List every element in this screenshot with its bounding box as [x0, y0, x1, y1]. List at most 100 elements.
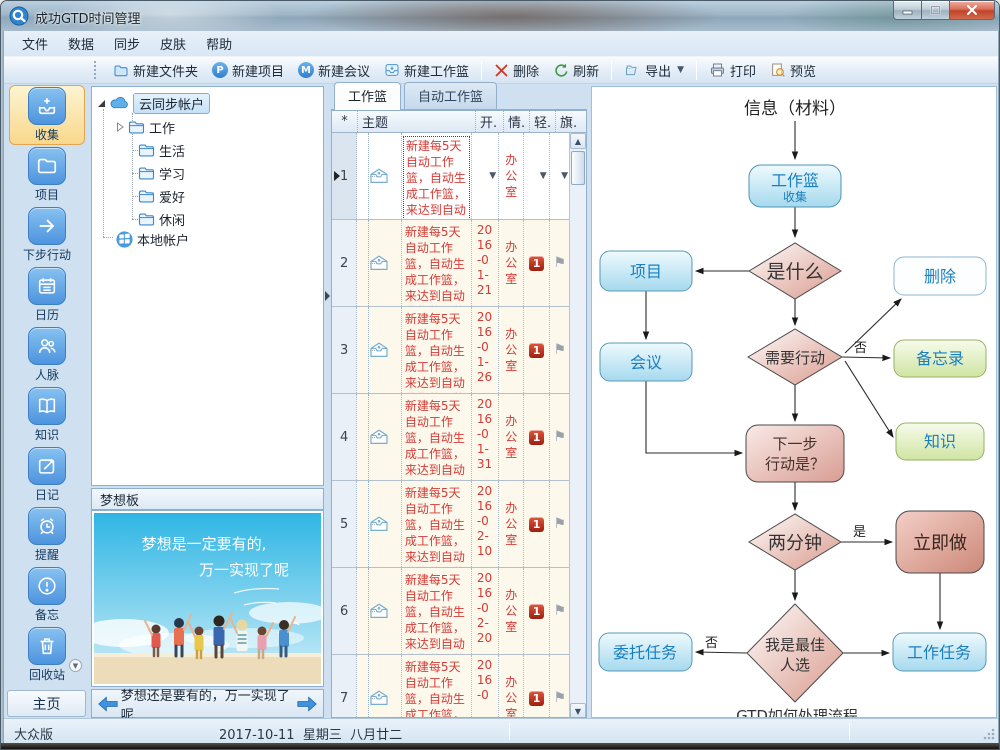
- table-row[interactable]: 3 新建每5天自动工作篮，自动生成工作篮，来达到自动收集的目的 2016-01-…: [332, 307, 570, 394]
- task-context-cell[interactable]: 办公室: [499, 568, 525, 654]
- task-priority-cell[interactable]: 1▼: [524, 220, 550, 306]
- task-subject[interactable]: 新建每5天自动工作篮，自动生成工作篮，来达到自动收集的目的: [404, 486, 465, 567]
- task-start-date-cell[interactable]: 2016-01-26▼: [472, 307, 500, 393]
- close-button[interactable]: [950, 1, 995, 20]
- splitter-collapse-arrow[interactable]: [325, 291, 330, 301]
- task-priority-cell[interactable]: 1▼: [524, 394, 550, 480]
- task-start-date-cell[interactable]: 2016-01-21▼: [472, 220, 500, 306]
- tree-node-local-account[interactable]: 本地帐户: [116, 229, 189, 249]
- menu-help[interactable]: 帮助: [206, 38, 233, 53]
- task-flag-cell[interactable]: ⚑▼: [550, 220, 570, 306]
- menu-skin[interactable]: 皮肤: [160, 38, 187, 53]
- tab-auto-work-basket[interactable]: 自动工作篮: [404, 82, 498, 109]
- task-start-date-cell[interactable]: 2016-0▼: [472, 655, 500, 717]
- task-flag-cell[interactable]: ⚑▼: [550, 307, 570, 393]
- dropdown-caret-icon[interactable]: ▼: [561, 171, 569, 181]
- task-context-cell[interactable]: 办公室: [499, 307, 525, 393]
- sidebar-item-recycle-bin[interactable]: 回收站 ▼: [9, 625, 85, 685]
- table-row[interactable]: 1 新建每5天自动工作篮，自动生成工作篮，来达到自动收集的目的 ▼ 办公室 ▼ …: [332, 133, 570, 220]
- task-flag-cell[interactable]: ⚑▼: [550, 481, 570, 567]
- task-subject[interactable]: 新建每5天自动工作篮，自动生成工作篮，来达到自动收集的目的: [404, 312, 465, 393]
- tree-node-work[interactable]: 工作: [116, 117, 175, 137]
- table-row[interactable]: 4 新建每5天自动工作篮，自动生成工作篮，来达到自动收集的目的 2016-01-…: [332, 394, 570, 481]
- resize-grip[interactable]: [983, 728, 995, 740]
- task-context-cell[interactable]: 办公室: [499, 481, 525, 567]
- vertical-splitter[interactable]: [325, 86, 331, 718]
- sidebar-item-contacts[interactable]: 人脉: [9, 325, 85, 385]
- sidebar-item-knowledge[interactable]: 知识: [9, 385, 85, 445]
- menu-data[interactable]: 数据: [68, 38, 95, 53]
- table-row[interactable]: 6 新建每5天自动工作篮，自动生成工作篮，来达到自动收集的目的 2016-02-…: [332, 568, 570, 655]
- toolbar-grip[interactable]: [94, 61, 98, 79]
- minimize-button[interactable]: [893, 1, 922, 20]
- next-dream-button[interactable]: [294, 693, 319, 715]
- dropdown-caret-icon[interactable]: ▼: [489, 171, 497, 181]
- delete-button[interactable]: 删除: [487, 58, 546, 83]
- task-start-date-cell[interactable]: 2016-02-10▼: [472, 481, 500, 567]
- tree-node-leisure[interactable]: 休闲: [138, 209, 185, 229]
- col-header-flag[interactable]: 旗.: [560, 116, 577, 131]
- col-header-priority[interactable]: 轻.: [530, 111, 556, 132]
- task-context-cell[interactable]: 办公室: [499, 394, 525, 480]
- sidebar-item-reminder[interactable]: 提醒: [9, 505, 85, 565]
- tab-work-basket[interactable]: 工作篮: [334, 82, 402, 110]
- task-priority-cell[interactable]: 1▼: [524, 481, 550, 567]
- menu-sync[interactable]: 同步: [114, 38, 141, 53]
- sidebar-item-collect[interactable]: 收集: [9, 85, 85, 145]
- task-flag-cell[interactable]: ⚑▼: [550, 655, 570, 717]
- table-row[interactable]: 7 新建每5天自动工作篮，自动生成工作篮，来达到自动收集的目的 2016-0▼ …: [332, 655, 570, 718]
- task-start-date-cell[interactable]: 2016-01-31▼: [472, 394, 500, 480]
- scroll-down-button[interactable]: ▼: [570, 703, 586, 717]
- home-button[interactable]: 主页: [7, 690, 86, 717]
- sidebar-item-calendar[interactable]: 日历: [9, 265, 85, 325]
- print-button[interactable]: 打印: [702, 58, 763, 83]
- restore-button[interactable]: [922, 1, 950, 20]
- tree-expanded-icon[interactable]: [97, 99, 106, 108]
- preview-button[interactable]: 预览: [763, 58, 823, 83]
- dropdown-caret-icon[interactable]: ▼: [539, 171, 547, 181]
- task-priority-cell[interactable]: ▼: [524, 133, 550, 219]
- table-row[interactable]: 5 新建每5天自动工作篮，自动生成工作篮，来达到自动收集的目的 2016-02-…: [332, 481, 570, 568]
- sidebar-item-memo[interactable]: 备忘: [9, 565, 85, 625]
- sidebar-item-next-action[interactable]: 下步行动: [9, 205, 85, 265]
- task-flag-cell[interactable]: ⚑▼: [550, 394, 570, 480]
- task-priority-cell[interactable]: 1▼: [524, 655, 550, 717]
- new-project-button[interactable]: P 新建项目: [205, 58, 291, 83]
- sidebar-item-project[interactable]: 项目: [9, 145, 85, 205]
- sidebar-item-diary[interactable]: 日记: [9, 445, 85, 505]
- scroll-up-button[interactable]: ▲: [570, 133, 586, 149]
- export-button[interactable]: 导出 ▼: [617, 58, 691, 83]
- col-header-star[interactable]: *: [332, 111, 358, 132]
- tree-node-life[interactable]: 生活: [138, 140, 185, 160]
- task-flag-cell[interactable]: ⚑▼: [550, 568, 570, 654]
- task-context-cell[interactable]: 办公室: [499, 133, 525, 219]
- sidebar-overflow-button[interactable]: ▼: [69, 659, 82, 672]
- menu-file[interactable]: 文件: [22, 38, 49, 53]
- task-priority-cell[interactable]: 1▼: [524, 568, 550, 654]
- task-context-cell[interactable]: 办公室: [499, 220, 525, 306]
- tree-collapsed-icon[interactable]: [116, 122, 124, 132]
- table-row[interactable]: 2 新建每5天自动工作篮，自动生成工作篮，来达到自动收集的目的 2016-01-…: [332, 220, 570, 307]
- col-header-subject[interactable]: 主题: [358, 111, 476, 132]
- scrollbar-thumb[interactable]: [571, 151, 585, 185]
- new-basket-button[interactable]: 新建工作篮: [377, 58, 476, 83]
- table-scrollbar[interactable]: ▲ ▼: [569, 133, 586, 717]
- new-folder-button[interactable]: 新建文件夹: [106, 58, 205, 83]
- refresh-button[interactable]: 刷新: [546, 58, 606, 83]
- task-start-date-cell[interactable]: ▼: [471, 133, 500, 219]
- task-subject[interactable]: 新建每5天自动工作篮，自动生成工作篮，来达到自动收集的目的: [404, 225, 465, 306]
- task-subject[interactable]: 新建每5天自动工作篮，自动生成工作篮，来达到自动收集的目的: [404, 399, 465, 480]
- task-start-date-cell[interactable]: 2016-02-20▼: [472, 568, 500, 654]
- task-priority-cell[interactable]: 1▼: [524, 307, 550, 393]
- new-meeting-button[interactable]: M 新建会议: [291, 58, 377, 83]
- task-subject[interactable]: 新建每5天自动工作篮，自动生成工作篮，来达到自动收集的目的: [404, 573, 465, 654]
- tree-node-study[interactable]: 学习: [138, 163, 185, 183]
- tree-node-hobby[interactable]: 爱好: [138, 186, 185, 206]
- col-header-context[interactable]: 情.: [504, 111, 530, 132]
- task-subject[interactable]: 新建每5天自动工作篮，自动生成工作篮，来达到自动收集的目的: [404, 660, 465, 718]
- task-context-cell[interactable]: 办公室: [499, 655, 525, 717]
- tree-node-cloud-account[interactable]: 云同步帐户: [97, 92, 211, 114]
- col-header-start[interactable]: 开.: [476, 111, 504, 132]
- task-subject[interactable]: 新建每5天自动工作篮，自动生成工作篮，来达到自动收集的目的: [402, 136, 470, 219]
- task-flag-cell[interactable]: ▼: [549, 133, 570, 219]
